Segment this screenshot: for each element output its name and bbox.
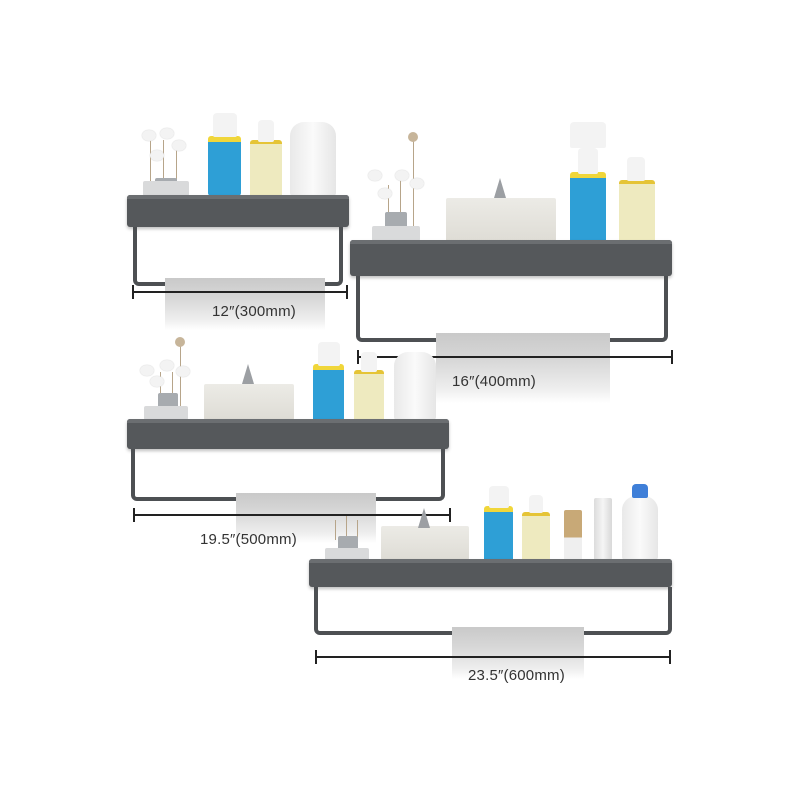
- white-bottle: [290, 122, 336, 196]
- towel: [436, 333, 610, 403]
- serum-bottle: [594, 498, 612, 560]
- bottle-cap: [578, 148, 598, 174]
- dimension-label: 23.5″(600mm): [468, 667, 565, 684]
- bottle-cap: [258, 120, 274, 142]
- blue-bottle: [313, 364, 344, 426]
- dimension-label: 12″(300mm): [212, 303, 297, 320]
- blue-spray-bottle: [570, 172, 606, 248]
- spray-nozzle: [570, 122, 606, 148]
- tissue: [242, 364, 254, 384]
- dimension-label: 16″(400mm): [452, 373, 537, 390]
- yellow-bottle: [354, 370, 384, 424]
- blue-bottle: [484, 506, 513, 566]
- towel: [165, 278, 325, 330]
- bottle-cap: [213, 113, 237, 137]
- towel: [236, 493, 376, 543]
- shelf-tray: [127, 195, 349, 227]
- yellow-bottle: [522, 512, 550, 564]
- tissue: [418, 508, 430, 528]
- shelf-tray: [127, 419, 449, 449]
- bottle-cap: [627, 157, 645, 181]
- shelf-tray: [309, 559, 672, 587]
- bottle-cap: [318, 342, 340, 366]
- white-bottle: [394, 352, 436, 420]
- bottle-cap: [632, 484, 648, 498]
- tissue-box: [446, 198, 556, 242]
- shelf-tray: [350, 240, 672, 276]
- bottle-cap: [361, 352, 377, 372]
- yellow-bottle: [619, 180, 655, 246]
- towel: [452, 627, 584, 679]
- tissue-box: [204, 384, 294, 420]
- tissue: [494, 178, 506, 198]
- yellow-bottle: [250, 140, 282, 198]
- blue-bottle: [208, 136, 241, 196]
- bottle-cap: [529, 495, 543, 513]
- tissue-box: [381, 526, 469, 560]
- lipstick: [564, 510, 582, 560]
- bottle-cap: [489, 486, 509, 508]
- dimension-label: 19.5″(500mm): [200, 531, 297, 548]
- white-bottle: [622, 496, 658, 560]
